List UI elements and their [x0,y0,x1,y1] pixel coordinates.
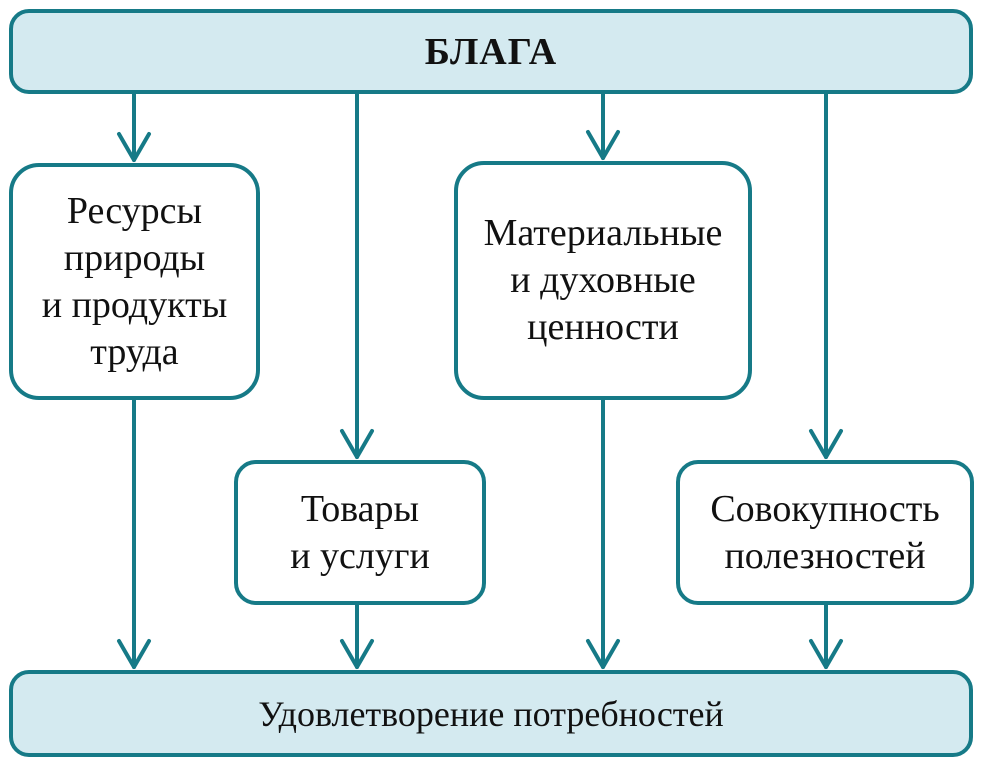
node-values-label: Материальные и духовные ценности [483,212,723,348]
node-resources: Ресурсы природы и продукты труда [9,163,260,400]
node-resources-label: Ресурсы природы и продукты труда [41,189,228,373]
node-utilities: Совокупность полезностей [676,460,974,605]
top-node-label: БЛАГА [424,30,558,73]
edge-resources-to-bottom [117,396,151,669]
edge-utilities-to-bottom [809,601,843,669]
edge-top-to-values [586,90,620,160]
node-goods: Товары и услуги [234,460,486,605]
edge-goods-to-bottom [340,601,374,669]
edge-top-to-utilities [809,90,843,459]
bottom-node-needs: Удовлетворение потребностей [9,670,973,757]
top-node-goods: БЛАГА [9,9,973,94]
edge-values-to-bottom [586,396,620,669]
edge-top-to-goods [340,90,374,459]
node-values: Материальные и духовные ценности [454,161,752,400]
edge-top-to-resources [117,90,151,162]
bottom-node-label: Удовлетворение потребностей [258,693,724,734]
node-goods-label: Товары и услуги [290,487,430,577]
node-utilities-label: Совокупность полезностей [710,487,940,577]
